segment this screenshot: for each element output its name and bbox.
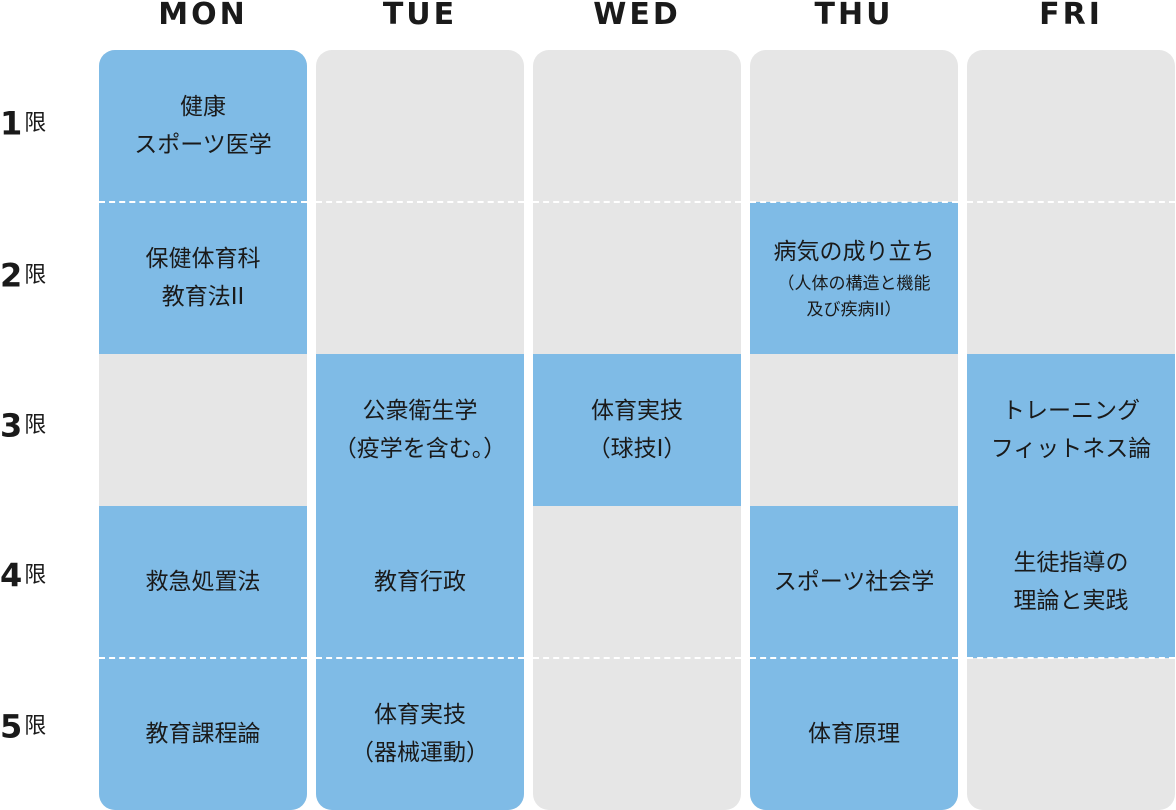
class-cell-thu-2[interactable]: 病気の成り立ち （人体の構造と機能 及び疾病II）	[750, 202, 958, 354]
period-label-3: 3限	[0, 405, 90, 445]
class-cell-mon-5[interactable]: 教育課程論	[99, 658, 307, 810]
period-divider	[967, 201, 1175, 203]
period-number: 4	[0, 556, 23, 595]
day-column-wed: 体育実技 （球技I）	[533, 50, 741, 810]
day-column-thu: 病気の成り立ち （人体の構造と機能 及び疾病II） スポーツ社会学 体育原理	[750, 50, 958, 810]
empty-cell-wed-4	[533, 506, 741, 658]
class-name: 救急処置法	[145, 569, 261, 595]
class-cell-wed-3[interactable]: 体育実技 （球技I）	[533, 354, 741, 506]
class-name: スポーツ社会学	[773, 569, 935, 595]
class-name: 保健体育科 教育法II	[145, 246, 261, 310]
class-cell-fri-3[interactable]: トレーニング フィットネス論	[967, 354, 1175, 506]
period-number: 1	[0, 104, 23, 143]
class-name: 健康 スポーツ医学	[134, 94, 272, 158]
period-divider	[99, 201, 307, 203]
empty-cell-wed-1	[533, 50, 741, 202]
empty-cell-wed-5	[533, 658, 741, 810]
class-name: 教育行政	[374, 569, 466, 595]
class-cell-mon-1[interactable]: 健康 スポーツ医学	[99, 50, 307, 202]
period-label-4: 4限	[0, 555, 90, 595]
class-cell-tue-4[interactable]: 教育行政	[316, 506, 524, 658]
empty-cell-thu-3	[750, 354, 958, 506]
period-divider	[967, 657, 1175, 659]
class-cell-mon-4[interactable]: 救急処置法	[99, 506, 307, 658]
period-label-5: 5限	[0, 706, 90, 746]
class-name: 公衆衛生学 （疫学を含む。）	[333, 398, 507, 462]
class-cell-fri-4[interactable]: 生徒指導の 理論と実践	[967, 506, 1175, 658]
class-cell-tue-5[interactable]: 体育実技 （器械運動）	[316, 658, 524, 810]
period-divider	[316, 201, 524, 203]
period-suffix: 限	[24, 412, 47, 438]
period-divider	[750, 201, 958, 203]
empty-cell-tue-1	[316, 50, 524, 202]
period-number: 2	[0, 256, 23, 295]
class-name: 体育実技 （器械運動）	[351, 702, 489, 766]
day-header-fri: FRI	[1039, 0, 1103, 32]
period-divider	[533, 657, 741, 659]
period-number: 3	[0, 406, 23, 445]
period-divider	[533, 201, 741, 203]
class-cell-thu-5[interactable]: 体育原理	[750, 658, 958, 810]
period-divider	[316, 657, 524, 659]
class-name: 教育課程論	[145, 721, 261, 747]
class-name: 病気の成り立ち	[773, 239, 935, 265]
class-cell-tue-3[interactable]: 公衆衛生学 （疫学を含む。）	[316, 354, 524, 506]
empty-cell-fri-1	[967, 50, 1175, 202]
period-suffix: 限	[24, 262, 47, 288]
day-header-tue: TUE	[382, 0, 458, 32]
empty-cell-fri-5	[967, 658, 1175, 810]
day-column-fri: トレーニング フィットネス論 生徒指導の 理論と実践	[967, 50, 1175, 810]
class-cell-thu-4[interactable]: スポーツ社会学	[750, 506, 958, 658]
empty-cell-mon-3	[99, 354, 307, 506]
period-suffix: 限	[24, 713, 47, 739]
class-subtitle: （人体の構造と機能 及び疾病II）	[777, 274, 931, 320]
period-divider	[750, 657, 958, 659]
class-name: 体育実技 （球技I）	[587, 398, 687, 462]
period-label-1: 1限	[0, 103, 90, 143]
empty-cell-fri-2	[967, 202, 1175, 354]
empty-cell-wed-2	[533, 202, 741, 354]
empty-cell-tue-2	[316, 202, 524, 354]
day-header-wed: WED	[593, 0, 681, 32]
class-name: トレーニング フィットネス論	[990, 398, 1152, 462]
day-column-tue: 公衆衛生学 （疫学を含む。） 教育行政 体育実技 （器械運動）	[316, 50, 524, 810]
class-name: 体育原理	[808, 721, 900, 747]
period-number: 5	[0, 707, 23, 746]
period-divider	[99, 657, 307, 659]
period-label-2: 2限	[0, 255, 90, 295]
day-header-thu: THU	[814, 0, 894, 32]
day-column-mon: 健康 スポーツ医学 保健体育科 教育法II 救急処置法 教育課程論	[99, 50, 307, 810]
class-cell-mon-2[interactable]: 保健体育科 教育法II	[99, 202, 307, 354]
empty-cell-thu-1	[750, 50, 958, 202]
period-suffix: 限	[24, 110, 47, 136]
day-header-mon: MON	[158, 0, 248, 32]
class-name: 生徒指導の 理論と実践	[1013, 550, 1129, 614]
period-suffix: 限	[24, 562, 47, 588]
